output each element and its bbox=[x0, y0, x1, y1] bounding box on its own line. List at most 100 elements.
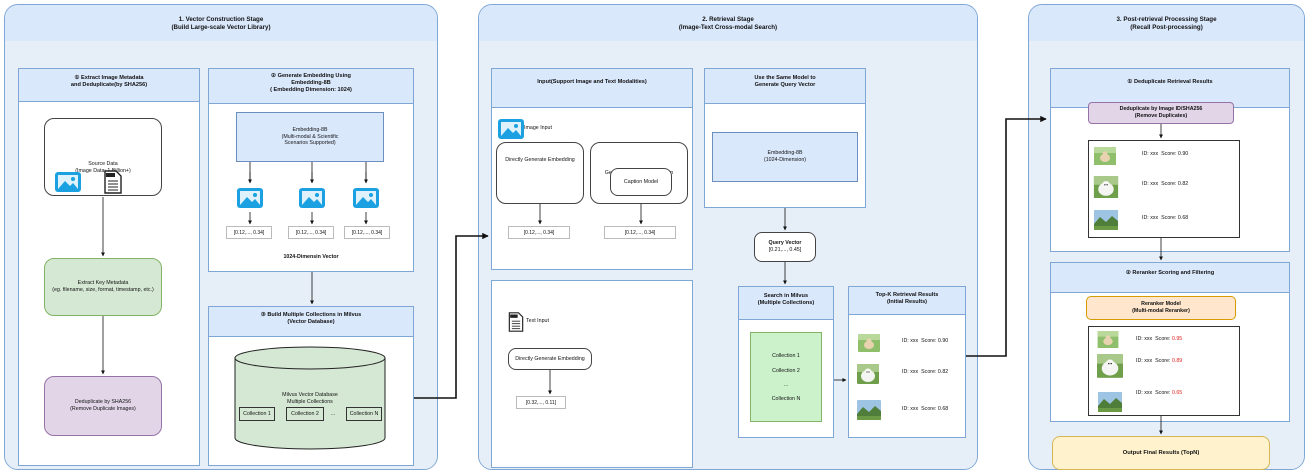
result-score: Score: 0.82 bbox=[1161, 181, 1189, 187]
landscape-thumbnail bbox=[1098, 392, 1122, 412]
panel-title-line: ① Extract Image Metadata bbox=[74, 75, 144, 81]
text-input-label: Text Input bbox=[526, 318, 549, 324]
panel-title: Use the Same Model to Generate Query Vec… bbox=[705, 69, 865, 104]
image-input-label: Image Input bbox=[524, 125, 552, 131]
result-row: ID: xxx Score: 0.68 bbox=[902, 406, 962, 413]
collection-item: Collection 2 bbox=[286, 407, 324, 421]
extract-metadata-box: Extract Key Metadata (eg. filename, size… bbox=[44, 258, 162, 316]
image-icon bbox=[55, 172, 81, 192]
vector-dimension-label: 1024-Dimensin Vector bbox=[283, 254, 339, 260]
dog-thumbnail bbox=[857, 364, 879, 384]
result-id: ID: xxx bbox=[1136, 358, 1153, 364]
result-score: 0.89 bbox=[1171, 358, 1183, 364]
panel-title-line: (Vector Database) bbox=[287, 319, 335, 325]
stage-subtitle: (Image-Text Cross-modal Search) bbox=[678, 24, 778, 31]
panel-title-line: ② Generate Embedding Using bbox=[271, 73, 351, 79]
panel-title-line: and Deduplicate(by SHA256) bbox=[70, 82, 148, 88]
stage-subtitle: (Build Large-scale Vector Library) bbox=[171, 24, 271, 31]
result-score: Score: 0.90 bbox=[921, 338, 949, 344]
caption-model-box: Caption Model bbox=[610, 168, 672, 196]
model-sub: (Multi-modal & Scientific bbox=[281, 133, 339, 140]
stage-subtitle: (Recall Post-processing) bbox=[1130, 24, 1203, 31]
vector-box: [0.12,..., 0.34] bbox=[288, 226, 334, 239]
panel-title: Search in Milvus (Multiple Collections) bbox=[739, 287, 833, 320]
embedding-model-box: Embedding-8B (Multi-modal & Scientific S… bbox=[236, 112, 384, 162]
panel-title: Top-K Retrieval Results (Initial Results… bbox=[849, 287, 965, 315]
model-name: Embedding-8B bbox=[767, 150, 803, 157]
result-row: ID: xxx Score: 0.90 bbox=[902, 338, 962, 345]
panel-title-line: ② Reranker Scoring and Filtering bbox=[1125, 270, 1215, 276]
database-cylinder-icon bbox=[234, 346, 386, 450]
dog-thumbnail bbox=[1094, 147, 1116, 165]
panel-title-line: Input(Support Image and Text Modalities) bbox=[537, 79, 647, 85]
source-data-label: Source Data bbox=[88, 161, 118, 168]
search-collection-item: Collection 1 bbox=[772, 353, 800, 359]
vector-box: [0.12,..., 0.34] bbox=[508, 226, 570, 239]
result-score: Score: 0.82 bbox=[921, 369, 949, 375]
dedup-id-sub: (Remove Duplicates) bbox=[1134, 113, 1188, 119]
panel-title-line: Embedding-8B bbox=[291, 80, 331, 86]
model-sub: (1024-Dimension) bbox=[763, 157, 807, 163]
result-id: ID: xxx bbox=[1142, 181, 1159, 187]
dedup-label: Deduplicate by SHA256 bbox=[74, 399, 132, 406]
vector-box: [0.12,..., 0.34] bbox=[344, 226, 390, 239]
image-icon bbox=[237, 188, 263, 208]
file-icon bbox=[508, 312, 524, 332]
collection-ellipsis: ... bbox=[330, 411, 336, 417]
result-score: Score: 0.90 bbox=[1161, 151, 1189, 157]
panel-title-line: Search in Milvus bbox=[763, 293, 809, 299]
result-id: ID: xxx bbox=[902, 406, 919, 412]
result-score-label: Score: bbox=[1155, 358, 1171, 364]
rerank-result-row: ID: xxx Score: 0.95 bbox=[1136, 336, 1216, 343]
output-label: Output Final Results (TopN) bbox=[1122, 449, 1200, 456]
dedup-result-row: ID: xxx Score: 0.90 bbox=[1142, 151, 1222, 158]
landscape-thumbnail bbox=[857, 400, 881, 420]
file-icon bbox=[104, 170, 122, 194]
panel-title-line: Top-K Retrieval Results bbox=[875, 292, 939, 298]
result-score-label: Score: bbox=[1155, 336, 1171, 342]
dog-thumbnail bbox=[1093, 176, 1119, 198]
panel-title: ② Generate Embedding Using Embedding-8B … bbox=[209, 69, 413, 104]
direct-embedding-label: Directly Generate Embedding bbox=[505, 157, 575, 163]
dog-thumbnail bbox=[1097, 331, 1119, 348]
arrow-icon bbox=[414, 232, 489, 399]
model-sub: Scenarios Supported) bbox=[284, 140, 336, 147]
query-vector-value: [0.21,..., 0.45] bbox=[768, 247, 802, 253]
dog-thumbnail bbox=[858, 334, 880, 352]
vector-box: [0.12,..., 0.34] bbox=[604, 226, 676, 239]
vector-box: [0.12,..., 0.34] bbox=[226, 226, 272, 239]
rerank-result-row: ID: xxx Score: 0.65 bbox=[1136, 390, 1216, 397]
result-score: 0.95 bbox=[1171, 336, 1183, 342]
query-vector-box: Query Vector [0.21,..., 0.45] bbox=[754, 232, 816, 262]
result-id: ID: xxx bbox=[902, 338, 919, 344]
reranker-label: Reranker Model bbox=[1141, 301, 1181, 308]
db-subtitle: Multiple Collections bbox=[287, 399, 333, 405]
panel-title-line: ③ Build Multiple Collections in Milvus bbox=[260, 312, 362, 318]
extract-label: Extract Key Metadata bbox=[77, 280, 129, 287]
panel-title: ② Reranker Scoring and Filtering bbox=[1051, 263, 1289, 293]
dedup-id-box: Deduplicate by Image ID/SHA256 (Remove D… bbox=[1088, 102, 1234, 124]
collection-item: Collection N bbox=[346, 407, 382, 421]
dedup-id-label: Deduplicate by Image ID/SHA256 bbox=[1119, 106, 1203, 113]
dog-thumbnail bbox=[1097, 354, 1123, 378]
arrow-icon bbox=[249, 162, 367, 180]
panel-title: Input(Support Image and Text Modalities) bbox=[492, 69, 692, 108]
panel-title-line: ( Embedding Dimension: 1024) bbox=[270, 87, 352, 93]
collection-item: Collection 1 bbox=[239, 407, 275, 421]
output-final-results: Output Final Results (TopN) bbox=[1052, 436, 1270, 470]
stage-title: 2. Retrieval Stage bbox=[702, 16, 754, 23]
landscape-thumbnail bbox=[1094, 210, 1118, 230]
result-score: 0.65 bbox=[1171, 390, 1183, 396]
panel-title-line: ① Deduplicate Retrieval Results bbox=[1127, 79, 1213, 85]
caption-model-label: Caption Model bbox=[623, 178, 659, 185]
search-collection-item: ... bbox=[783, 382, 789, 388]
dedup-sub: (Remove Duplicate Images) bbox=[70, 406, 136, 412]
panel-title-line: (Initial Results) bbox=[886, 299, 928, 305]
source-data-sub: (Image Data: 1 Billion+) bbox=[75, 168, 131, 174]
dedup-result-row: ID: xxx Score: 0.82 bbox=[1142, 181, 1222, 188]
image-icon bbox=[498, 119, 524, 139]
dedup-result-row: ID: xxx Score: 0.68 bbox=[1142, 215, 1222, 222]
result-id: ID: xxx bbox=[1142, 151, 1159, 157]
query-embedding-model-box: Embedding-8B (1024-Dimension) bbox=[712, 132, 858, 182]
